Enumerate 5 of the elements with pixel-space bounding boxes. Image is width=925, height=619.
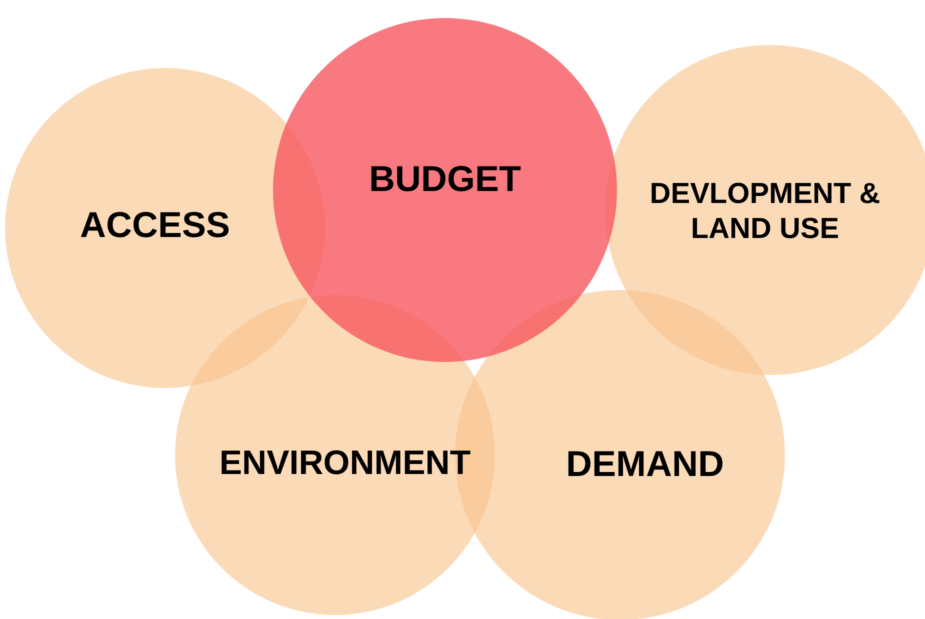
node-label: DEVLOPMENT & LAND USE: [648, 177, 882, 247]
node-label: ACCESS: [78, 202, 232, 246]
node-label: ENVIRONMENT: [218, 442, 472, 484]
node-label: DEMAND: [565, 442, 725, 485]
node-label: BUDGET: [368, 156, 522, 200]
